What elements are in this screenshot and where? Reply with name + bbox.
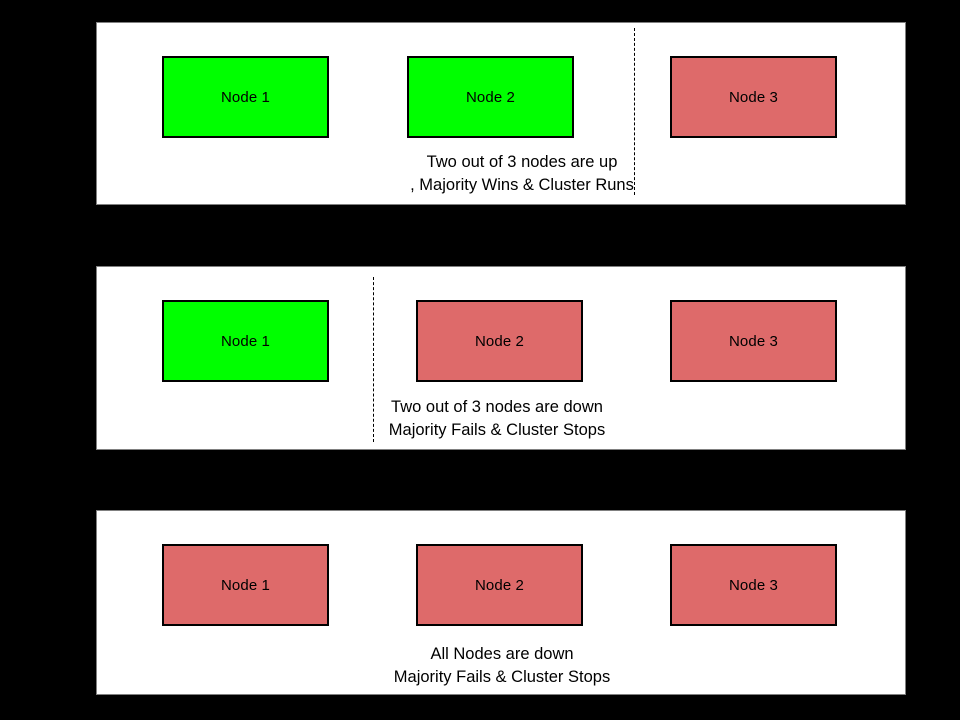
scenario-panel-all-down: Node 1 Node 2 Node 3 All Nodes are down … [96, 510, 906, 695]
node-box-1: Node 1 [162, 56, 329, 138]
caption-line-1: Two out of 3 nodes are down [391, 398, 603, 416]
quorum-divider-line [634, 28, 635, 195]
node-box-1: Node 1 [162, 544, 329, 626]
node-label: Node 1 [221, 576, 270, 594]
node-box-2: Node 2 [416, 544, 583, 626]
node-label: Node 2 [466, 88, 515, 106]
node-label: Node 3 [729, 576, 778, 594]
node-label: Node 3 [729, 88, 778, 106]
node-box-3: Node 3 [670, 56, 837, 138]
scenario-caption: All Nodes are down Majority Fails & Clus… [282, 643, 722, 689]
node-box-2: Node 2 [407, 56, 574, 138]
quorum-divider-line [373, 277, 374, 442]
caption-line-1: Two out of 3 nodes are up [426, 153, 618, 171]
node-label: Node 1 [221, 332, 270, 350]
caption-line-2: Majority Fails & Cluster Stops [393, 668, 611, 686]
node-label: Node 2 [475, 576, 524, 594]
scenario-caption: Two out of 3 nodes are up , Majority Win… [302, 151, 742, 197]
caption-line-2: , Majority Wins & Cluster Runs [410, 176, 634, 194]
node-label: Node 3 [729, 332, 778, 350]
node-label: Node 1 [221, 88, 270, 106]
caption-line-2: Majority Fails & Cluster Stops [388, 421, 606, 439]
node-box-3: Node 3 [670, 300, 837, 382]
node-box-3: Node 3 [670, 544, 837, 626]
scenario-panel-majority-up: Node 1 Node 2 Node 3 Two out of 3 nodes … [96, 22, 906, 205]
node-box-2: Node 2 [416, 300, 583, 382]
scenario-panel-majority-down: Node 1 Node 2 Node 3 Two out of 3 nodes … [96, 266, 906, 450]
node-box-1: Node 1 [162, 300, 329, 382]
node-label: Node 2 [475, 332, 524, 350]
scenario-caption: Two out of 3 nodes are down Majority Fai… [277, 396, 717, 442]
caption-line-1: All Nodes are down [430, 645, 574, 663]
